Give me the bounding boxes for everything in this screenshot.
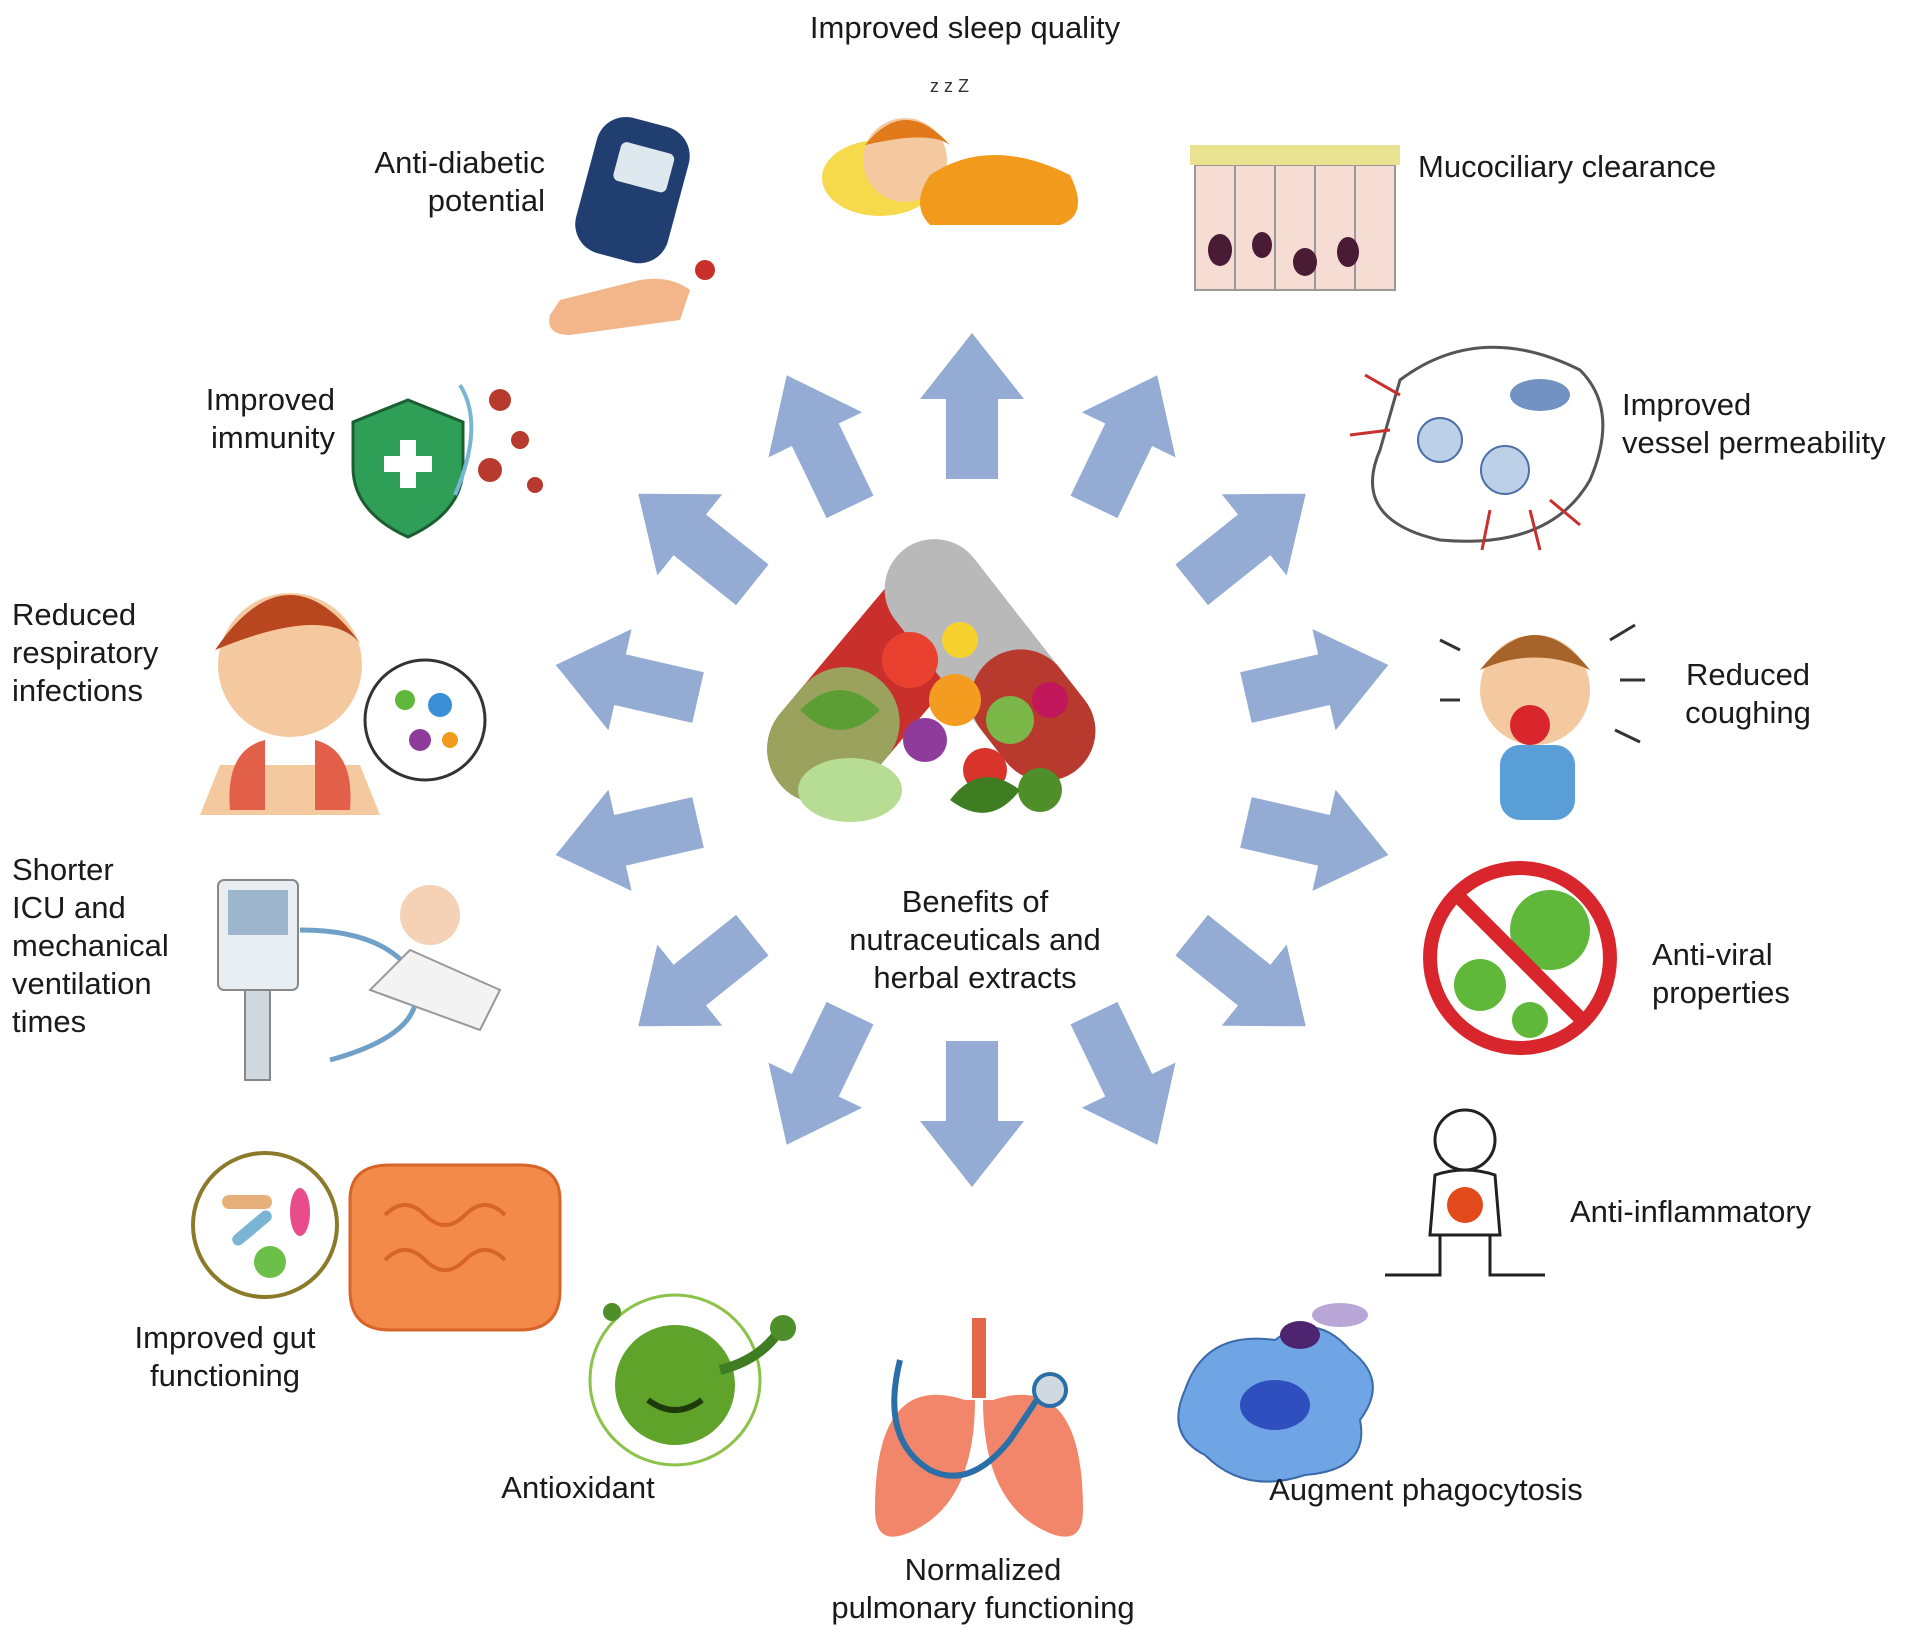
radial-arrow	[920, 333, 1024, 479]
inflamed-person-icon	[1385, 1108, 1545, 1277]
benefit-label-phagocytosis: Augment phagocytosis	[1269, 1472, 1583, 1507]
child-lungs-icon	[200, 593, 487, 815]
phagocyte-icon	[1177, 1303, 1374, 1483]
glucose-meter-icon	[549, 116, 715, 335]
sleeping-child-icon: z z Z	[822, 76, 1078, 225]
benefit-label-sleep: Improved sleep quality	[810, 10, 1121, 45]
virus-ban-icon	[1423, 861, 1617, 1055]
radial-arrow	[1159, 453, 1339, 626]
radial-arrow	[920, 1041, 1024, 1187]
radial-arrow	[1159, 894, 1339, 1067]
benefit-label-antioxidant: Antioxidant	[501, 1470, 655, 1505]
blood-vessel-icon	[1349, 345, 1605, 551]
capsule-fruit-icon	[767, 539, 1096, 822]
ventilator-patient-icon	[217, 879, 502, 1081]
benefit-label-mucociliary: Mucociliary clearance	[1418, 149, 1716, 184]
radial-arrow	[1234, 614, 1400, 749]
radial-arrow	[605, 453, 785, 626]
radial-arrow	[739, 352, 897, 530]
gut-microbiome-icon	[191, 1151, 562, 1332]
radial-arrow	[544, 614, 710, 749]
radial-arrow	[1047, 352, 1205, 530]
lungs-stethoscope-icon	[875, 1318, 1083, 1537]
benefit-label-antiinflammatory: Anti-inflammatory	[1570, 1194, 1812, 1229]
svg-text:z z Z: z z Z	[930, 76, 969, 96]
radial-arrow	[739, 990, 897, 1168]
radial-arrow	[544, 771, 710, 906]
coughing-child-icon	[1439, 623, 1645, 820]
shield-virus-icon	[351, 383, 543, 539]
ciliated-cells-icon	[1190, 145, 1400, 291]
radial-arrow	[1234, 771, 1400, 906]
antioxidant-molecule-icon	[588, 1293, 796, 1467]
radial-arrow	[605, 894, 785, 1067]
radial-arrow	[1047, 990, 1205, 1168]
